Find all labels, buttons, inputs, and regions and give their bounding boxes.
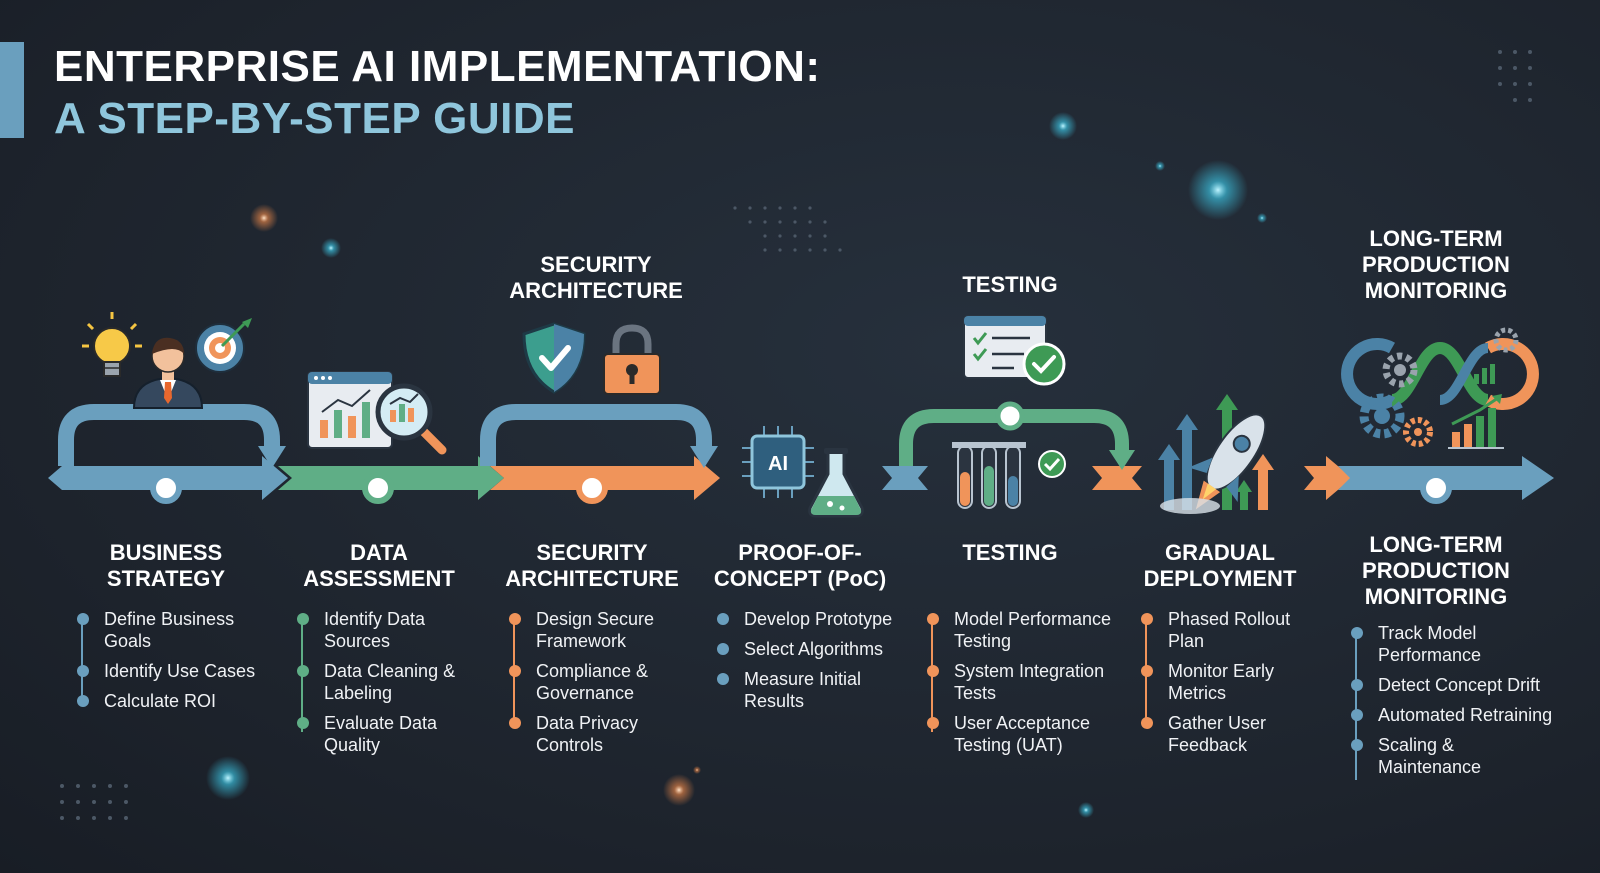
list-item: Model Performance Testing [927, 608, 1132, 652]
bullet-dot-icon [509, 665, 521, 677]
magnifier-icon [375, 383, 447, 455]
flask-icon [808, 448, 864, 518]
timeline-segment-testing-start [882, 466, 928, 490]
list-item: Gather User Feedback [1141, 712, 1326, 756]
bullet-dot-icon [509, 613, 521, 625]
list-item: Detect Concept Drift [1351, 674, 1556, 696]
bullet-dot-icon [1351, 627, 1363, 639]
list-item: Define Business Goals [77, 608, 282, 652]
top-label-monitoring: LONG-TERM PRODUCTION MONITORING [1362, 226, 1510, 303]
top-label-security: SECURITY ARCHITECTURE [509, 252, 683, 303]
bullet-list-proof-of-concept: Develop Prototype Select Algorithms Meas… [717, 608, 922, 720]
bullet-dot-icon [717, 673, 729, 685]
step-title-testing: TESTING [962, 540, 1058, 565]
timeline-segment-security [490, 456, 720, 500]
list-item: Scaling & Maintenance [1351, 734, 1556, 778]
timeline-segment-testing-end [1092, 466, 1142, 490]
bullet-dot-icon [1351, 679, 1363, 691]
bullet-dot-icon [927, 613, 939, 625]
list-item: Data Privacy Controls [509, 712, 700, 756]
list-item: Automated Retraining [1351, 704, 1556, 726]
shield-check-icon [522, 322, 586, 394]
step-title-business-strategy: BUSINESS STRATEGY [106, 540, 226, 591]
page-title: ENTERPRISE AI IMPLEMENTATION: [54, 42, 821, 91]
list-item: Track Model Performance [1351, 622, 1556, 666]
bullet-dot-icon [1141, 717, 1153, 729]
businessman-icon [132, 337, 204, 409]
chart-window-icon [307, 371, 393, 449]
list-item: Data Cleaning & Labeling [297, 660, 492, 704]
bullet-list-business-strategy: Define Business Goals Identify Use Cases… [77, 608, 282, 720]
bullet-list-gradual-deployment: Phased Rollout Plan Monitor Early Metric… [1141, 608, 1326, 764]
list-item: Compliance & Governance [509, 660, 700, 704]
step-title-data-assessment: DATA ASSESSMENT [303, 540, 455, 591]
bullet-dot-icon [1141, 665, 1153, 677]
list-item: Measure Initial Results [717, 668, 922, 712]
list-item: Phased Rollout Plan [1141, 608, 1326, 652]
bullet-list-security-architecture: Design Secure Framework Compliance & Gov… [509, 608, 700, 764]
list-item: User Acceptance Testing (UAT) [927, 712, 1132, 756]
gears-icon [1359, 327, 1519, 447]
top-label-testing: TESTING [962, 272, 1058, 297]
bullet-dot-icon [297, 665, 309, 677]
list-item: Monitor Early Metrics [1141, 660, 1326, 704]
list-item: Identify Data Sources [297, 608, 492, 652]
infinity-loop-icon [1341, 338, 1539, 410]
bullet-dot-icon [1351, 709, 1363, 721]
test-tubes-icon [952, 442, 1066, 509]
decorative-glows [206, 112, 1267, 818]
title-accent-bar [0, 42, 24, 138]
bullet-list-testing: Model Performance Testing System Integra… [927, 608, 1132, 764]
bullet-dot-icon [717, 613, 729, 625]
ai-chip-icon [742, 426, 814, 498]
timeline-segment-data [278, 456, 504, 500]
bullet-dot-icon [509, 717, 521, 729]
list-item: Identify Use Cases [77, 660, 282, 682]
timeline-segment-deployment [1304, 456, 1352, 500]
bullet-dot-icon [77, 665, 89, 677]
list-item: Develop Prototype [717, 608, 922, 630]
bullet-list-long-term-monitoring: Track Model Performance Detect Concept D… [1351, 622, 1556, 786]
bullet-list-data-assessment: Identify Data Sources Data Cleaning & La… [297, 608, 492, 764]
checklist-icon [963, 315, 1066, 386]
bullet-dot-icon [1141, 613, 1153, 625]
list-item: Evaluate Data Quality [297, 712, 492, 756]
bullet-dot-icon [297, 613, 309, 625]
decorative-dots [60, 50, 1532, 820]
timeline-nodes [150, 472, 1452, 504]
bullet-dot-icon [927, 717, 939, 729]
padlock-icon [603, 324, 661, 395]
step-title-security-architecture: SECURITY ARCHITECTURE [505, 540, 679, 591]
bullet-dot-icon [1351, 739, 1363, 751]
lightbulb-icon [82, 312, 142, 377]
bullet-dot-icon [717, 643, 729, 655]
step-title-long-term-monitoring: LONG-TERM PRODUCTION MONITORING [1362, 532, 1510, 609]
list-item: Select Algorithms [717, 638, 922, 660]
list-item: Design Secure Framework [509, 608, 700, 652]
bullet-dot-icon [297, 717, 309, 729]
bullet-dot-icon [77, 613, 89, 625]
arc-security [480, 404, 712, 466]
bar-growth-icon [1448, 394, 1504, 449]
page-subtitle: A STEP-BY-STEP GUIDE [54, 94, 575, 143]
list-item: Calculate ROI [77, 690, 282, 712]
bullet-dot-icon [77, 695, 89, 707]
arc-strategy [58, 404, 280, 466]
bullet-dot-icon [927, 665, 939, 677]
step-title-proof-of-concept: PROOF-OF-CONCEPT (PoC) [713, 540, 887, 591]
step-title-gradual-deployment: GRADUAL DEPLOYMENT [1143, 540, 1297, 591]
target-icon [195, 318, 252, 373]
ai-chip-label: AI [768, 453, 788, 475]
list-item: System Integration Tests [927, 660, 1132, 704]
